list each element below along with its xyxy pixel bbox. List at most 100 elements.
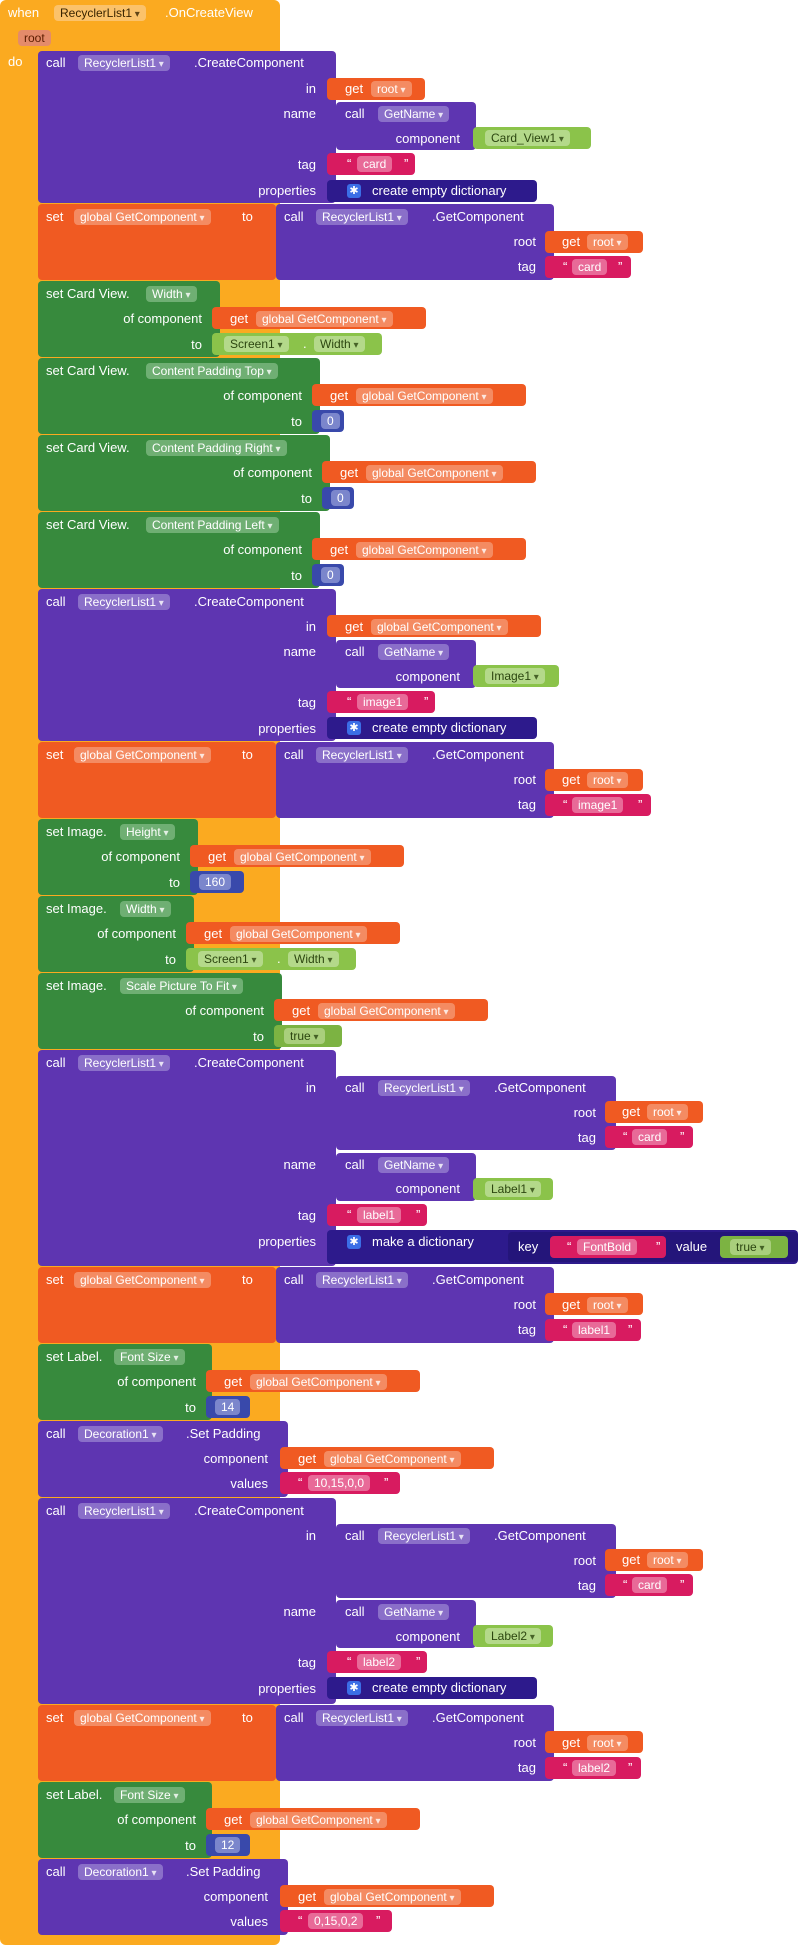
- component-dropdown[interactable]: RecyclerList1: [316, 209, 408, 225]
- screen-dropdown[interactable]: Screen1: [198, 951, 263, 967]
- set-var-dropdown[interactable]: global GetComponent: [74, 747, 211, 763]
- get-label: get: [292, 1003, 311, 1018]
- property-dropdown[interactable]: Font Size: [114, 1787, 185, 1803]
- get-var-dropdown[interactable]: root: [587, 772, 628, 788]
- number-value[interactable]: 0: [321, 567, 340, 583]
- tag-text[interactable]: label1: [572, 1322, 617, 1338]
- get-var-dropdown[interactable]: global GetComponent: [230, 926, 367, 942]
- get-var-dropdown[interactable]: root: [647, 1552, 688, 1568]
- set-var-dropdown[interactable]: global GetComponent: [74, 1710, 211, 1726]
- component-dropdown[interactable]: RecyclerList1: [78, 594, 170, 610]
- component-dropdown[interactable]: RecyclerList1: [316, 1710, 408, 1726]
- get-var-dropdown[interactable]: global GetComponent: [256, 311, 393, 327]
- set-prefix: set Card View.: [46, 440, 130, 455]
- component-dropdown[interactable]: Decoration1: [78, 1864, 163, 1880]
- property-dropdown[interactable]: Content Padding Left: [146, 517, 279, 533]
- component-dropdown[interactable]: RecyclerList1: [378, 1080, 470, 1096]
- boolean-dropdown[interactable]: true: [730, 1239, 771, 1255]
- text-quote-close: ”: [416, 1207, 421, 1222]
- number-value[interactable]: 0: [321, 413, 340, 429]
- screen-prop-dropdown[interactable]: Width: [314, 336, 365, 352]
- number-value[interactable]: 14: [215, 1399, 241, 1415]
- tag-text[interactable]: card: [632, 1129, 668, 1145]
- screen-dropdown[interactable]: Screen1: [224, 336, 289, 352]
- number-value[interactable]: 160: [199, 874, 232, 890]
- component-dropdown[interactable]: RecyclerList1: [316, 1272, 408, 1288]
- key-text[interactable]: FontBold: [577, 1239, 638, 1255]
- number-value[interactable]: 12: [215, 1837, 241, 1853]
- tag-text[interactable]: label2: [572, 1760, 617, 1776]
- gear-icon[interactable]: ✱: [347, 721, 361, 735]
- get-var-dropdown[interactable]: root: [647, 1104, 688, 1120]
- tag-text[interactable]: card: [632, 1577, 668, 1593]
- gear-icon[interactable]: ✱: [347, 184, 361, 198]
- get-var-dropdown[interactable]: root: [587, 234, 628, 250]
- component-value-dropdown[interactable]: Label2: [485, 1628, 541, 1644]
- property-dropdown[interactable]: Scale Picture To Fit: [120, 978, 243, 994]
- create-component-block-2[interactable]: [38, 589, 336, 741]
- property-dropdown[interactable]: Content Padding Right: [146, 440, 287, 456]
- get-var-dropdown[interactable]: global GetComponent: [324, 1451, 461, 1467]
- boolean-dropdown[interactable]: true: [284, 1028, 325, 1044]
- get-var-dropdown[interactable]: global GetComponent: [356, 542, 493, 558]
- gear-icon[interactable]: ✱: [347, 1681, 361, 1695]
- getname-dropdown[interactable]: GetName: [378, 106, 450, 122]
- properties-label: properties: [258, 1234, 316, 1249]
- component-dropdown[interactable]: Decoration1: [78, 1426, 163, 1442]
- get-var-dropdown[interactable]: global GetComponent: [318, 1003, 455, 1019]
- property-dropdown[interactable]: Width: [146, 286, 197, 302]
- create-component-block-3[interactable]: [38, 1050, 336, 1266]
- get-var-dropdown[interactable]: global GetComponent: [250, 1374, 387, 1390]
- event-param-root[interactable]: root: [18, 30, 51, 46]
- getname-dropdown[interactable]: GetName: [378, 644, 450, 660]
- tag-text[interactable]: card: [572, 259, 608, 275]
- component-dropdown[interactable]: RecyclerList1: [78, 1055, 170, 1071]
- getname-dropdown[interactable]: GetName: [378, 1157, 450, 1173]
- values-text[interactable]: 10,15,0,0: [308, 1475, 371, 1491]
- get-var-dropdown[interactable]: global GetComponent: [366, 465, 503, 481]
- component-value-dropdown[interactable]: Card_View1: [485, 130, 570, 146]
- get-var-dropdown[interactable]: global GetComponent: [234, 849, 371, 865]
- getname-dropdown[interactable]: GetName: [378, 1604, 450, 1620]
- component-value-dropdown[interactable]: Image1: [485, 668, 545, 684]
- tag-label: tag: [297, 695, 316, 710]
- property-dropdown[interactable]: Height: [120, 824, 175, 840]
- method-name: .Set Padding: [186, 1864, 261, 1879]
- gear-icon[interactable]: ✱: [347, 1235, 361, 1249]
- set-var-dropdown[interactable]: global GetComponent: [74, 1272, 211, 1288]
- tag-text[interactable]: label1: [357, 1207, 402, 1223]
- tag-text[interactable]: image1: [572, 797, 624, 813]
- get-var-dropdown[interactable]: global GetComponent: [371, 619, 508, 635]
- component-dropdown[interactable]: RecyclerList1: [78, 55, 170, 71]
- get-var-dropdown[interactable]: root: [587, 1735, 628, 1751]
- create-component-block-4[interactable]: [38, 1498, 336, 1704]
- text-quote: “: [347, 1654, 352, 1669]
- values-text[interactable]: 0,15,0,2: [308, 1913, 364, 1929]
- component-dropdown[interactable]: RecyclerList1: [316, 747, 408, 763]
- number-value[interactable]: 0: [331, 490, 350, 506]
- set-var-dropdown[interactable]: global GetComponent: [74, 209, 211, 225]
- tag-text[interactable]: card: [357, 156, 393, 172]
- property-dropdown[interactable]: Font Size: [114, 1349, 185, 1365]
- tag-text[interactable]: label2: [357, 1654, 402, 1670]
- get-var-dropdown[interactable]: global GetComponent: [324, 1889, 461, 1905]
- property-dropdown[interactable]: Content Padding Top: [146, 363, 278, 379]
- get-var-dropdown[interactable]: global GetComponent: [356, 388, 493, 404]
- component-dropdown[interactable]: RecyclerList1: [78, 1503, 170, 1519]
- create-component-block-1[interactable]: [38, 51, 336, 203]
- text-quote-close: ”: [404, 156, 409, 171]
- get-var-dropdown[interactable]: root: [587, 1297, 628, 1313]
- get-var-dropdown[interactable]: global GetComponent: [250, 1812, 387, 1828]
- dictionary-block[interactable]: [327, 717, 537, 739]
- component-dropdown[interactable]: RecyclerList1: [378, 1528, 470, 1544]
- get-var-dropdown[interactable]: root: [371, 81, 412, 97]
- of-component-label: of component: [185, 1003, 264, 1018]
- dictionary-block[interactable]: [327, 1677, 537, 1699]
- tag-text[interactable]: image1: [357, 694, 409, 710]
- property-dropdown[interactable]: Width: [120, 901, 171, 917]
- event-component-dropdown[interactable]: RecyclerList1: [54, 5, 146, 21]
- screen-prop-dropdown[interactable]: Width: [288, 951, 339, 967]
- call-label: call: [345, 1604, 365, 1619]
- component-value-dropdown[interactable]: Label1: [485, 1181, 541, 1197]
- dictionary-block[interactable]: [327, 180, 537, 202]
